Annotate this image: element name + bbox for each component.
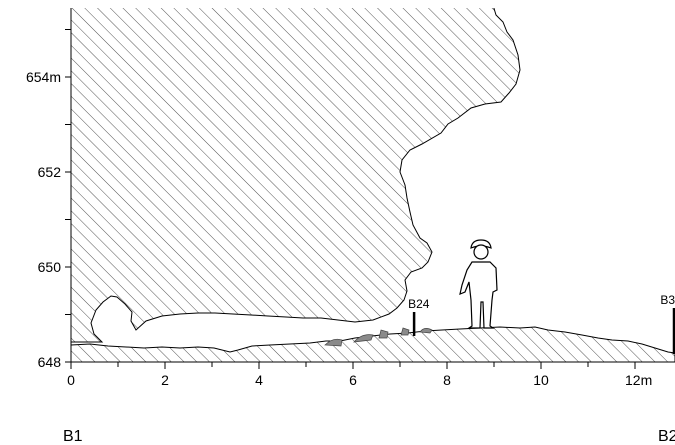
x-tick-label: 4 [255,372,263,388]
deposit-mark [419,328,433,334]
station-label-b2: B2 [658,428,675,445]
axes: 648 650 652 654m 0 2 4 6 8 10 12m [26,8,675,388]
floor-deposits [324,327,433,347]
x-tick-label: 0 [67,372,75,388]
x-tick-label: 10 [533,372,549,388]
x-axis: 0 2 4 6 8 10 12m [67,362,652,388]
station-label-b1: B1 [63,428,83,445]
section-markers: B24 B3 [408,293,675,354]
x-tick-label: 6 [349,372,357,388]
y-tick-label: 648 [38,354,62,370]
deposit-mark [378,329,389,339]
y-axis: 648 650 652 654m [26,29,71,370]
y-tick-label: 650 [38,259,62,275]
rock-hatch-area [71,8,675,363]
deposit-mark [353,334,374,343]
y-tick-label: 652 [38,164,62,180]
cave-floor-sediment [71,326,675,363]
x-tick-label: 2 [161,372,169,388]
x-tick-label: 8 [443,372,451,388]
upper-rock-mass [71,8,521,343]
x-tick-label: 12m [625,372,652,388]
person-head [473,244,489,260]
marker-label: B3 [660,293,675,307]
marker-label: B24 [408,297,430,311]
person-scale-figure [459,239,498,329]
deposit-mark [400,327,410,336]
deposit-mark [324,338,343,347]
person-body [459,261,498,329]
y-tick-label: 654m [26,69,61,85]
